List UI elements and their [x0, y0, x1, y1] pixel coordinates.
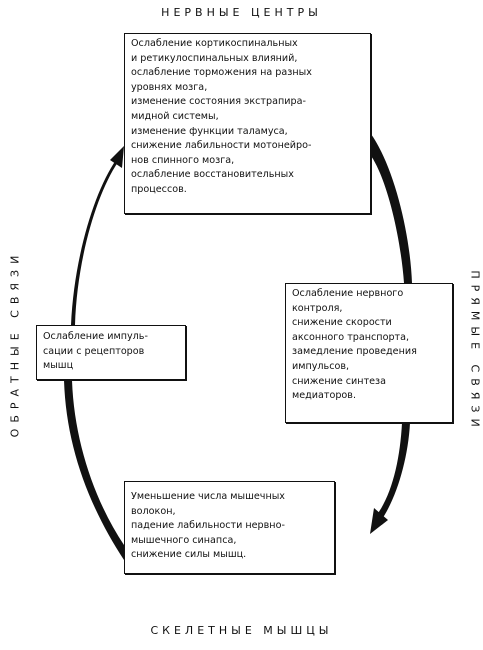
box-line: Ослабление импуль-: [43, 331, 148, 342]
box-line: падение лабильности нервно-: [131, 520, 285, 532]
box-line: импульсов,: [292, 360, 350, 372]
box-line: мышц: [43, 360, 74, 372]
box-line: снижение силы мышц.: [131, 549, 247, 561]
box-line: снижение скорости: [292, 317, 392, 329]
arrow-feedback-lower: [64, 380, 124, 560]
box-line: сации с рецепторов: [43, 345, 145, 357]
box-line: снижение лабильности мотонейро-: [131, 140, 312, 152]
box-line: волокон,: [131, 505, 176, 517]
box-feedback-changes: Ослабление импуль- сации с рецепторов мы…: [36, 325, 186, 380]
heading-nerve-centers: НЕРВНЫЕ ЦЕНТРЫ: [161, 6, 322, 19]
label-feedback-links: ОБРАТНЫЕ СВЯЗИ: [8, 249, 22, 438]
box-line: медиаторов.: [292, 390, 357, 402]
box-skeletal-muscle-changes: Уменьшение числа мышечных волокон, паден…: [124, 481, 335, 574]
arrow-direct-lower: [376, 423, 410, 522]
box-line: нов спинного мозга,: [131, 154, 235, 166]
box-line: снижение синтеза: [292, 375, 387, 387]
box-line: Ослабление нервного: [292, 288, 404, 299]
arrow-feedback-upper: [71, 160, 118, 325]
box-line: ослабление торможения на разных: [131, 67, 312, 79]
heading-skeletal-muscles: СКЕЛЕТНЫЕ МЫШЦЫ: [150, 624, 333, 637]
arrowhead-to-centers: [110, 146, 124, 168]
box-direct-links-changes: Ослабление нервного контроля, снижение с…: [285, 283, 453, 423]
box-line: контроля,: [292, 302, 343, 314]
box-line: процессов.: [131, 183, 187, 195]
arrow-direct-upper: [368, 130, 412, 283]
box-line: замедление проведения: [292, 346, 417, 358]
box-line: ослабление восстановительных: [131, 169, 294, 181]
box-line: изменение функции таламуса,: [131, 125, 288, 137]
label-direct-links: ПРЯМЫЕ СВЯЗИ: [468, 270, 482, 433]
box-line: Ослабление кортикоспинальных: [131, 38, 298, 49]
box-line: и ретикулоспинальных влияний,: [131, 52, 298, 64]
box-line: мидной системы,: [131, 110, 219, 122]
box-nerve-centers-changes: Ослабление кортикоспинальных и ретикулос…: [124, 33, 371, 214]
box-line: аксонного транспорта,: [292, 331, 410, 343]
box-line: уровнях мозга,: [131, 81, 208, 93]
box-line: изменение состояния экстрапира-: [131, 96, 306, 108]
box-line: Уменьшение числа мышечных: [131, 491, 285, 502]
box-line: мышечного синапса,: [131, 534, 237, 546]
arrowhead-to-muscles: [370, 508, 388, 534]
